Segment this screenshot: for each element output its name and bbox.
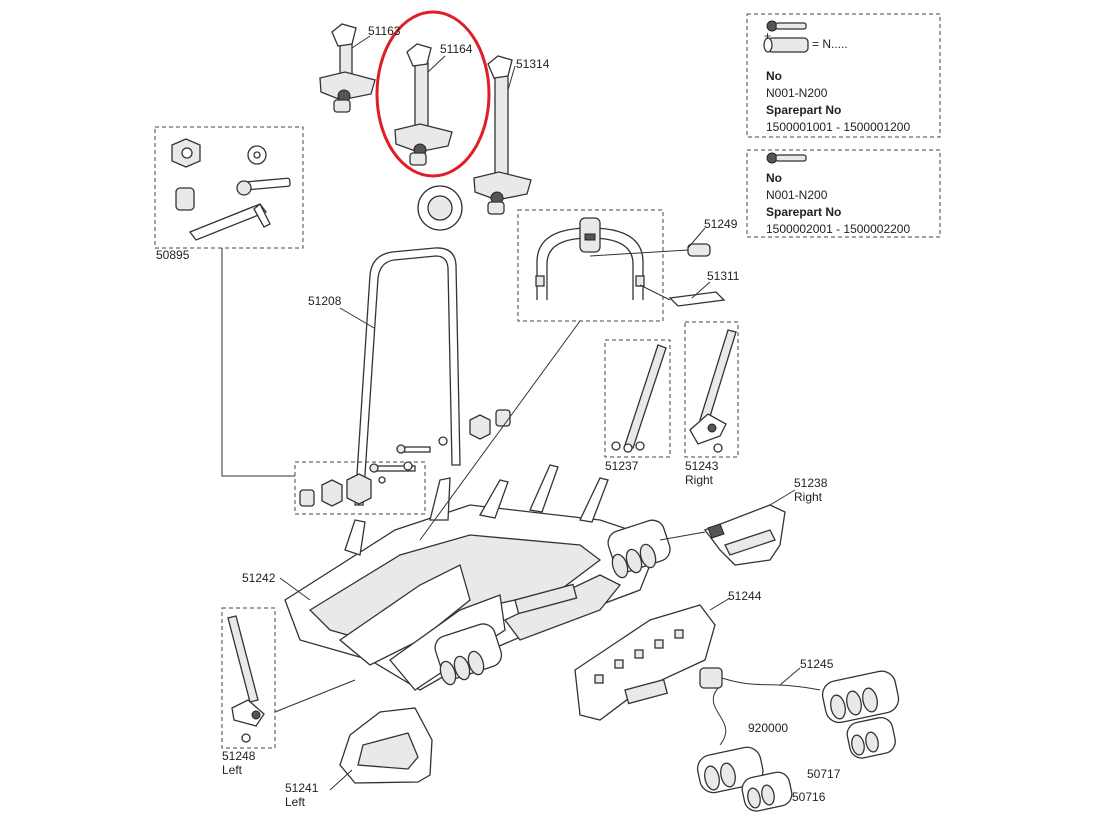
strap-51237: [611, 344, 667, 453]
label-920000: 920000: [748, 721, 788, 735]
svg-text:+: +: [764, 29, 771, 43]
wiring-51245: [699, 667, 821, 746]
label-51237: 51237: [605, 459, 639, 473]
plate-holder-51244: [574, 604, 716, 721]
lock-box-2-sparepart-range: 1500002001 - 1500002200: [766, 222, 910, 236]
lamp-50717: [846, 717, 896, 759]
cover-51238: [703, 504, 786, 566]
leader-lines: [279, 35, 801, 791]
label-51163: 51163: [368, 24, 401, 38]
light-cluster-front: [434, 623, 503, 686]
strap-51243: [689, 329, 737, 453]
lock-box-2-sparepart-label: Sparepart No: [766, 205, 841, 219]
frame-hardware: [369, 409, 511, 473]
label-50717: 50717: [807, 767, 841, 781]
strap-51248: [227, 615, 265, 743]
label-51249: 51249: [704, 217, 738, 231]
strap-51243-box: [684, 321, 739, 458]
arm-51163: [319, 23, 376, 113]
label-51164: 51164: [440, 42, 473, 56]
cover-51241: [339, 707, 433, 784]
leader-51248: [274, 679, 356, 713]
knob-set: [299, 473, 386, 507]
label-51243-side: Right: [685, 473, 714, 487]
label-51242: 51242: [242, 571, 276, 585]
light-cluster-rear: [607, 519, 671, 579]
label-51245: 51245: [800, 657, 834, 671]
label-51314: 51314: [516, 57, 550, 71]
handle-detail: [535, 217, 645, 300]
hardware-kit-50895: [171, 138, 291, 241]
lock-box-2-no-label: No: [766, 171, 782, 185]
lock-box-1-sparepart-label: Sparepart No: [766, 103, 841, 117]
label-51244: 51244: [728, 589, 762, 603]
lock-box-2-no-range: N001-N200: [766, 188, 828, 202]
key-icon: [766, 152, 807, 164]
lock-box-1-equals: = N.....: [812, 37, 848, 51]
label-51241-side: Left: [285, 795, 306, 809]
lamp-right-upper: [821, 670, 900, 724]
label-51311: 51311: [707, 269, 740, 283]
label-51248-side: Left: [222, 763, 243, 777]
label-51243: 51243: [685, 459, 719, 473]
label-50895: 50895: [156, 248, 190, 262]
hardware-kit-box: [154, 126, 304, 249]
label-51208: 51208: [308, 294, 342, 308]
strap-51248-box: [221, 607, 276, 749]
lamp-50716: [741, 771, 793, 812]
arm-51314: [417, 55, 532, 231]
lock-key-icon-1: [763, 20, 809, 53]
label-51248: 51248: [222, 749, 256, 763]
handle-detail-box: [517, 209, 664, 322]
lock-box-1: [746, 13, 941, 138]
lock-box-1-no-label: No: [766, 69, 782, 83]
lock-box-1-sparepart-range: 1500001001 - 1500001200: [766, 120, 910, 134]
plate-51311: [668, 291, 726, 307]
lock-box-1-no-range: N001-N200: [766, 86, 828, 100]
highlight-circle: [375, 10, 491, 178]
label-50716: 50716: [792, 790, 826, 804]
arm-51164: [394, 43, 453, 166]
lock-cylinder-51249: [687, 243, 711, 257]
label-51241: 51241: [285, 781, 319, 795]
leader-50895-to-knobs: [221, 248, 295, 477]
label-51238-side: Right: [794, 490, 823, 504]
label-51238: 51238: [794, 476, 828, 490]
knob-set-box: [294, 461, 426, 515]
frame-51208: [354, 247, 461, 506]
